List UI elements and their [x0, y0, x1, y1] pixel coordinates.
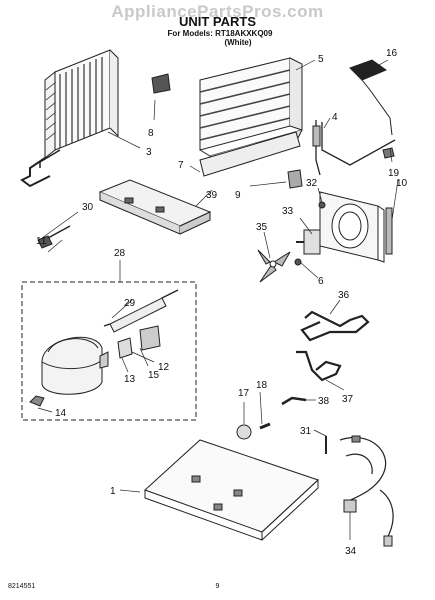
callout-30: 30	[82, 202, 94, 213]
callout-35: 35	[256, 222, 268, 233]
callout-8: 8	[148, 128, 154, 139]
callout-13: 13	[124, 374, 136, 385]
compressor-drawing	[29, 336, 109, 407]
roller-drawing	[236, 424, 252, 440]
model-variant: (White)	[224, 38, 252, 47]
fan-shroud-drawing	[319, 191, 385, 263]
drier-drawing	[103, 289, 179, 333]
screw-6-drawing	[294, 258, 302, 266]
callout-numbers: 1 3 4 5 6 7 8 9 10 11 12 13 14 15 16 17 …	[36, 48, 408, 557]
panel-strip-drawing	[385, 207, 393, 255]
callout-7: 7	[178, 160, 184, 171]
grille-clip-drawing	[151, 73, 171, 94]
callout-14: 14	[55, 408, 67, 419]
fan-blade-drawing	[257, 249, 291, 283]
callout-leaders	[37, 59, 399, 540]
fan-motor-drawing	[296, 229, 321, 255]
base-pan-drawing	[144, 439, 319, 541]
wire-connector-drawing	[37, 235, 53, 249]
callout-19: 19	[388, 168, 400, 179]
watermark: AppliancePartsPros.com	[111, 2, 324, 21]
condenser-tube-drawing	[300, 310, 370, 342]
model-label: For Models: RT18AKXKQ09	[167, 29, 273, 38]
callout-10: 10	[396, 178, 408, 189]
callout-18: 18	[256, 380, 268, 391]
drain-trough-drawing	[98, 179, 212, 235]
callout-36: 36	[338, 290, 350, 301]
callout-12: 12	[158, 362, 170, 373]
bracket-drawing	[287, 169, 303, 189]
heater-cord-drawing	[315, 120, 396, 176]
compressor-kit-box	[21, 281, 197, 421]
callout-17: 17	[238, 388, 250, 399]
callout-15: 15	[148, 370, 160, 381]
callout-31: 31	[300, 426, 312, 437]
callout-9: 9	[235, 190, 241, 201]
wiring-harness-drawing	[339, 435, 394, 547]
callout-33: 33	[282, 206, 294, 217]
page-number: 9	[215, 583, 220, 590]
evaporator-tray-drawing	[199, 131, 301, 177]
callout-39: 39	[206, 190, 218, 201]
model-info: For Models: RT18AKXKQ09 (White)	[120, 29, 320, 47]
tube-38-drawing	[281, 396, 307, 406]
callout-1: 1	[110, 486, 116, 497]
drier-tube-drawing	[296, 350, 342, 382]
screw-32-drawing	[318, 201, 326, 209]
callout-34: 34	[345, 546, 357, 557]
relay-drawing	[139, 325, 161, 351]
document-number: 8214551	[8, 583, 36, 590]
sensor-drawing	[382, 147, 395, 159]
callout-37: 37	[342, 394, 354, 405]
page-title: UNIT PARTS	[178, 14, 257, 29]
callout-32: 32	[306, 178, 318, 189]
thermostat-drawing	[349, 59, 388, 81]
callout-6: 6	[318, 276, 324, 287]
callout-3: 3	[146, 147, 152, 158]
condenser-coil-drawing	[20, 49, 119, 188]
callout-5: 5	[318, 54, 324, 65]
bolt-drawing	[259, 422, 271, 430]
callout-16: 16	[386, 48, 398, 59]
callout-11: 11	[36, 236, 47, 247]
callout-29: 29	[124, 298, 136, 309]
overload-drawing	[117, 337, 133, 359]
callout-4: 4	[332, 112, 338, 123]
callout-28: 28	[114, 248, 126, 259]
callout-38: 38	[318, 396, 330, 407]
